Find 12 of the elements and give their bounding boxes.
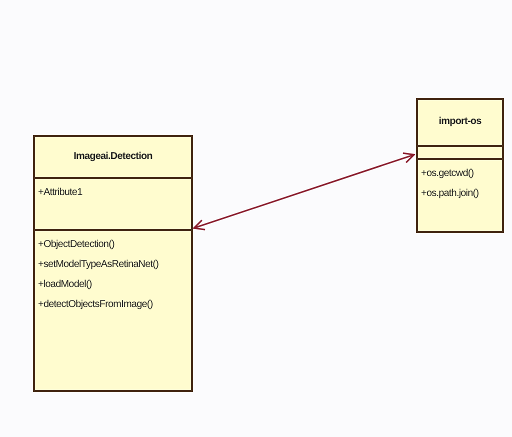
class-box <box>33 135 193 392</box>
method-text: +loadModel() <box>38 278 92 291</box>
method-text: +os.getcwd() <box>421 167 474 180</box>
method-text: +detectObjectsFromImage() <box>38 298 153 311</box>
method-text: +setModelTypeAsRetinaNet() <box>38 258 158 271</box>
class-box <box>416 98 504 233</box>
association-arrow <box>193 152 415 230</box>
class-name: Imageai.Detection <box>72 150 154 162</box>
method-text: +os.path.join() <box>421 187 479 200</box>
class-name: import-os <box>438 115 482 128</box>
attribute-text: +Attribute1 <box>38 186 82 199</box>
method-text: +ObjectDetection() <box>38 238 114 251</box>
